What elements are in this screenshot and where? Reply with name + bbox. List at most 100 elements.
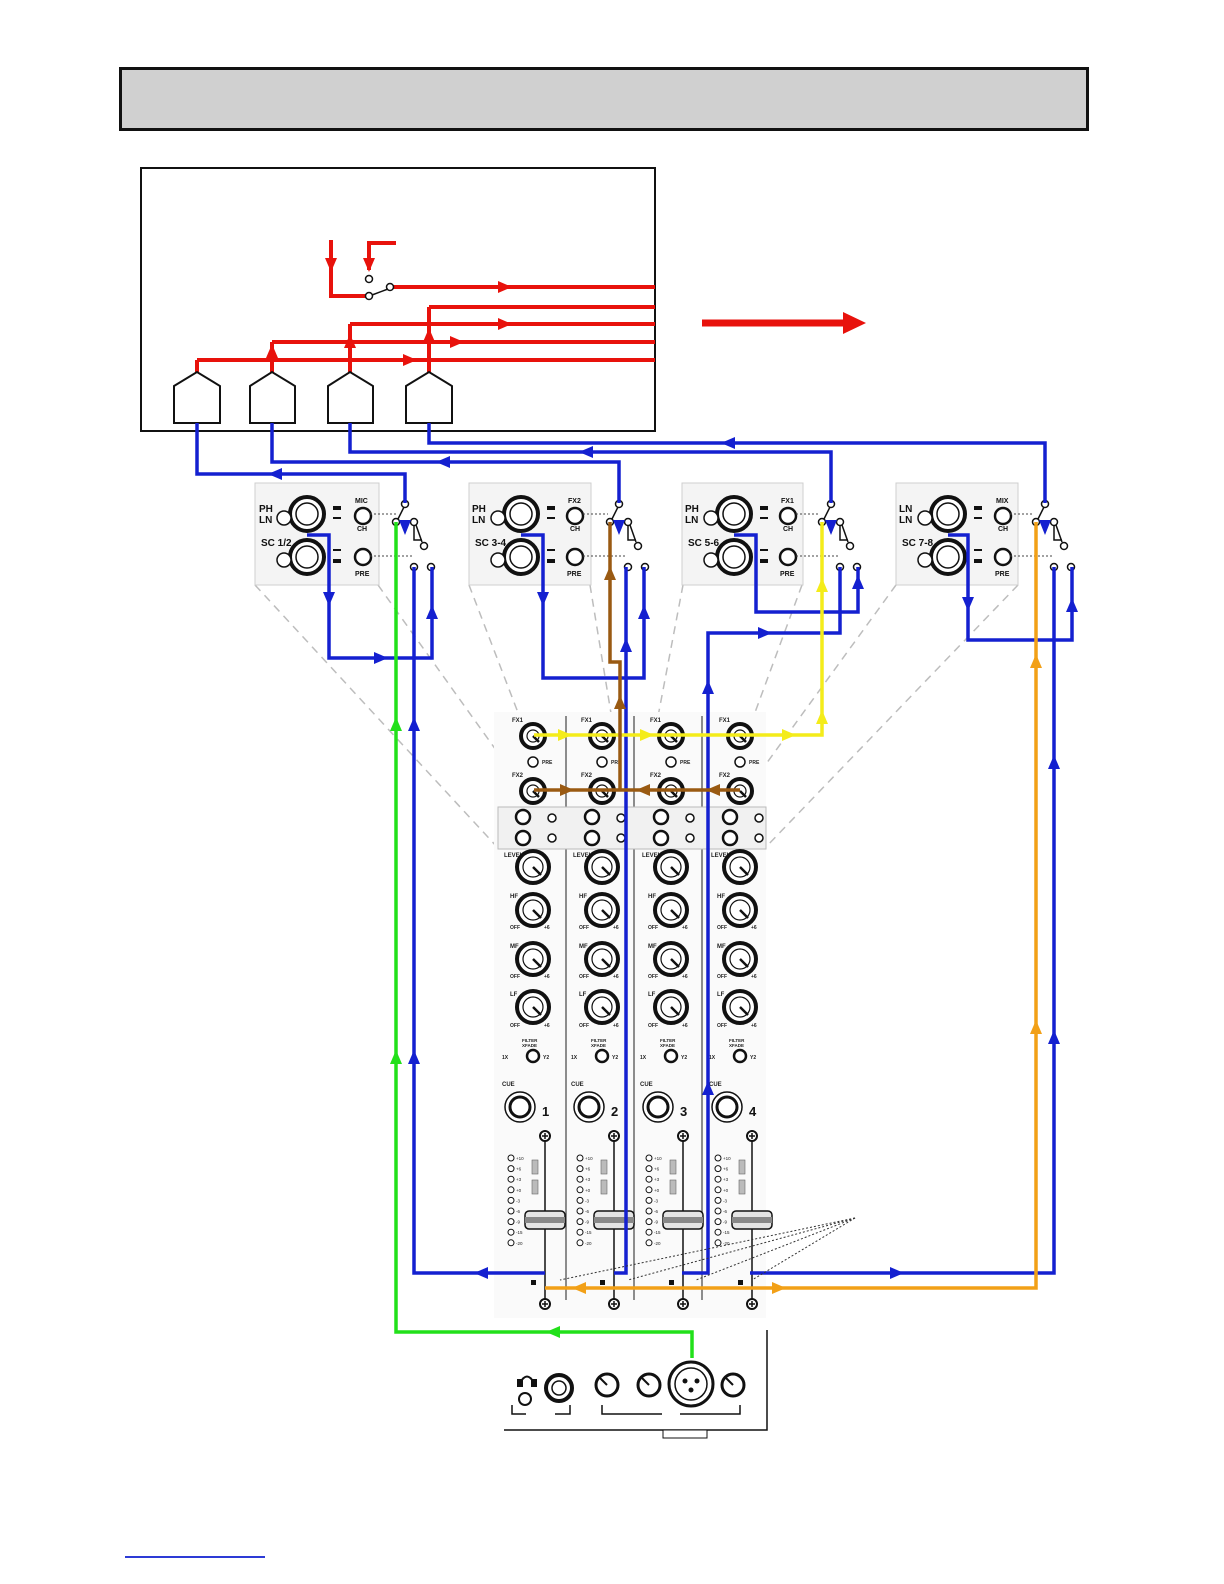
off-label: OFF [579,1023,589,1029]
mf-knob [653,941,689,977]
mf-label: MF [717,944,726,950]
hf-knob [653,892,689,928]
lf-label: LF [510,992,518,998]
y-label: Y2 [750,1055,756,1061]
meter-label: -15 [723,1230,730,1235]
lf-label: LF [579,992,587,998]
panel-1-pre-label: PRE [355,571,370,578]
off-label: OFF [579,925,589,931]
xfade-label: XFADE [591,1043,606,1048]
meter-label: -15 [654,1230,661,1235]
cue-label: CUE [571,1082,584,1088]
channel-strips: FX1PREFX2LEVELHFMFLFOFF+6OFF+6OFF+6FILTE… [502,718,773,1310]
filter-label: FILTER [660,1038,676,1043]
lf-knob [515,989,551,1025]
mf-label: MF [510,944,519,950]
cue-label: CUE [709,1082,722,1088]
x-label: 1X [640,1055,647,1061]
level-label: LEVEL [642,853,662,859]
plus6-label: +6 [544,925,550,931]
red-arrowheads [266,258,866,366]
meter-label: -15 [585,1230,592,1235]
meter-label: -20 [585,1241,592,1246]
meter-label: +6 [585,1167,591,1172]
mf-knob [722,941,758,977]
channel-number: 2 [611,1104,618,1119]
fx2-label: FX2 [650,773,662,779]
meter-label: -3 [516,1198,520,1203]
plus6-label: +6 [682,1023,688,1029]
plus6-label: +6 [613,974,619,980]
off-label: OFF [648,974,658,980]
meter-label: -6 [585,1209,589,1214]
panel-4-sc-label: SC 7-8 [902,538,934,549]
y-label: Y2 [543,1055,549,1061]
fx1-label: FX1 [581,718,593,724]
plus6-label: +6 [544,1023,550,1029]
panel-4-small-sub: CH [998,526,1008,533]
panel-4-small-label: MIX [996,498,1009,505]
hf-knob [722,892,758,928]
meter-label: +10 [654,1156,662,1161]
plus6-label: +6 [751,974,757,980]
cue-label: CUE [502,1082,515,1088]
meter-label: -6 [654,1209,658,1214]
channel-strip-1: FX1PREFX2LEVELHFMFLFOFF+6OFF+6OFF+6FILTE… [502,718,566,1310]
channel-strip-2: FX1PREFX2LEVELHFMFLFOFF+6OFF+6OFF+6FILTE… [571,718,635,1310]
filter-label: FILTER [522,1038,538,1043]
level-knob [722,849,758,885]
footer-link-underline[interactable] [125,1556,265,1558]
off-label: OFF [717,974,727,980]
panel-1-small-sub: CH [357,526,367,533]
panel-4: LN LN MIX CH SC 7-8 PRE [895,482,1019,586]
off-label: OFF [579,974,589,980]
meter-label: -20 [723,1241,730,1246]
meter-label: +0 [585,1188,591,1193]
lf-knob [653,989,689,1025]
pre-label: PRE [680,760,691,766]
red-switch-contacts [364,274,395,301]
meter-label: +10 [585,1156,593,1161]
orange-route [545,522,1038,1290]
plus6-label: +6 [682,974,688,980]
meter-label: +3 [723,1177,729,1182]
meter-label: -15 [516,1230,523,1235]
meter-label: -3 [654,1198,658,1203]
mf-knob [584,941,620,977]
panel-2-top-label: PH [472,504,486,515]
lf-knob [722,989,758,1025]
off-label: OFF [648,925,658,931]
x-label: 1X [709,1055,716,1061]
lf-knob [584,989,620,1025]
plus6-label: +6 [544,974,550,980]
plus6-label: +6 [613,1023,619,1029]
meter-label: +0 [516,1188,522,1193]
meter-label: +0 [654,1188,660,1193]
meter-label: -9 [654,1220,658,1225]
filter-label: FILTER [591,1038,607,1043]
fx2-label: FX2 [512,773,524,779]
meter-label: +6 [516,1167,522,1172]
panel-2-pre-label: PRE [567,571,582,578]
fx1-label: FX1 [719,718,731,724]
meter-label: +3 [654,1177,660,1182]
hf-knob [584,892,620,928]
xfade-label: XFADE [522,1043,537,1048]
off-label: OFF [717,925,727,931]
level-knob [653,849,689,885]
panel-2-sc-label: SC 3-4 [475,538,507,549]
hf-label: HF [579,894,587,900]
mixer-sub-panel [497,806,767,850]
off-label: OFF [510,974,520,980]
panel-4-top-label: LN [899,504,912,515]
hf-label: HF [510,894,518,900]
x-label: 1X [571,1055,578,1061]
panel-2-bottom-label: LN [472,515,485,526]
meter-label: +3 [585,1177,591,1182]
pre-label: PRE [542,760,553,766]
meter-label: -9 [585,1220,589,1225]
plus6-label: +6 [682,925,688,931]
level-label: LEVEL [573,853,593,859]
level-knob [584,849,620,885]
